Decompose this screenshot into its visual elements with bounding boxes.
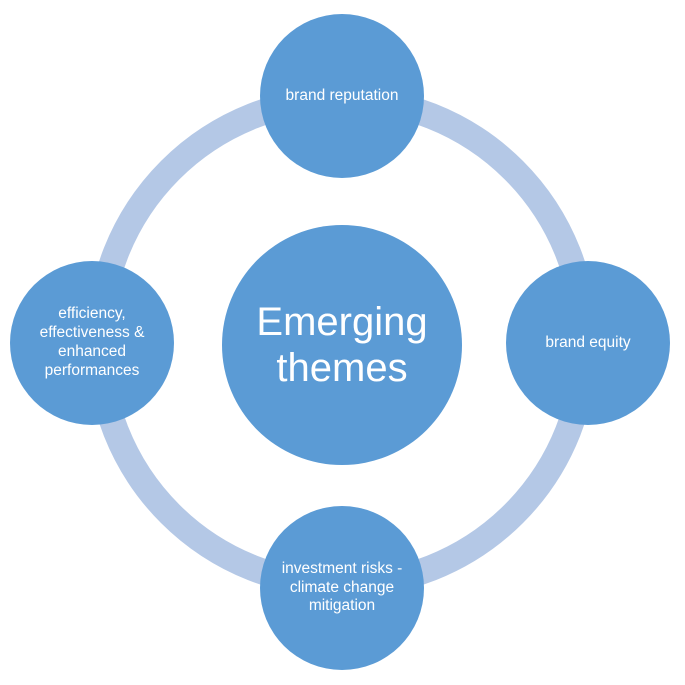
node-label-brand-equity: brand equity: [545, 333, 631, 351]
node-brand-reputation: brand reputation: [260, 14, 424, 178]
center-label: Emerging themes: [256, 300, 428, 390]
node-label-efficiency: efficiency, effectiveness & enhanced per…: [39, 305, 145, 379]
node-label-brand-reputation: brand reputation: [285, 86, 399, 104]
node-brand-equity: brand equity: [506, 261, 670, 425]
node-efficiency: efficiency, effectiveness & enhanced per…: [10, 261, 174, 425]
node-label-investment-risks: investment risks - climate change mitiga…: [281, 559, 403, 615]
center-node-emerging-themes: Emerging themes: [222, 225, 462, 465]
node-investment-risks: investment risks - climate change mitiga…: [260, 506, 424, 670]
